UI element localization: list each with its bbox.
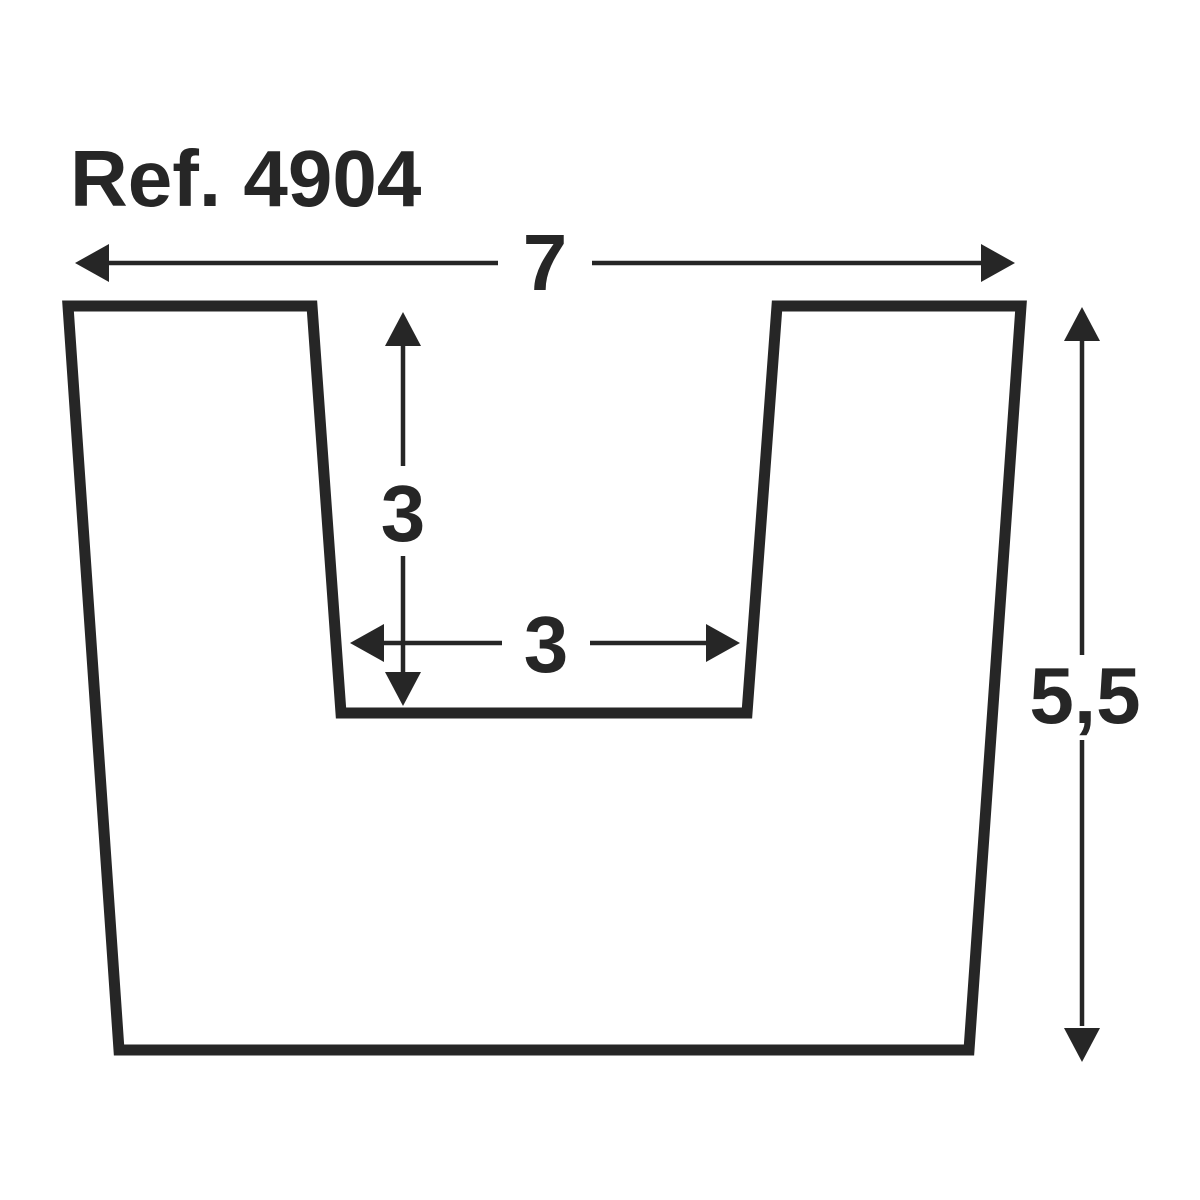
arrowhead-up-icon xyxy=(1064,307,1100,341)
arrowhead-left-icon xyxy=(350,624,384,662)
overall-width-dimension: 7 xyxy=(75,218,1015,307)
groove-depth-dimension: 3 xyxy=(381,312,426,706)
drawing-reference-title: Ref. 4904 xyxy=(70,134,422,223)
overall-width-value: 7 xyxy=(523,218,568,307)
groove-depth-value: 3 xyxy=(381,469,426,558)
groove-width-value: 3 xyxy=(524,600,569,689)
overall-height-dimension: 5,5 xyxy=(1029,307,1141,1062)
arrowhead-down-icon xyxy=(1064,1028,1100,1062)
arrowhead-left-icon xyxy=(75,244,109,282)
arrowhead-right-icon xyxy=(981,244,1015,282)
overall-height-value: 5,5 xyxy=(1029,651,1140,740)
arrowhead-right-icon xyxy=(706,624,740,662)
u-channel-profile-outline xyxy=(62,300,1027,1056)
arrowhead-down-icon xyxy=(385,672,421,706)
groove-width-dimension: 3 xyxy=(350,600,740,689)
arrowhead-up-icon xyxy=(385,312,421,346)
